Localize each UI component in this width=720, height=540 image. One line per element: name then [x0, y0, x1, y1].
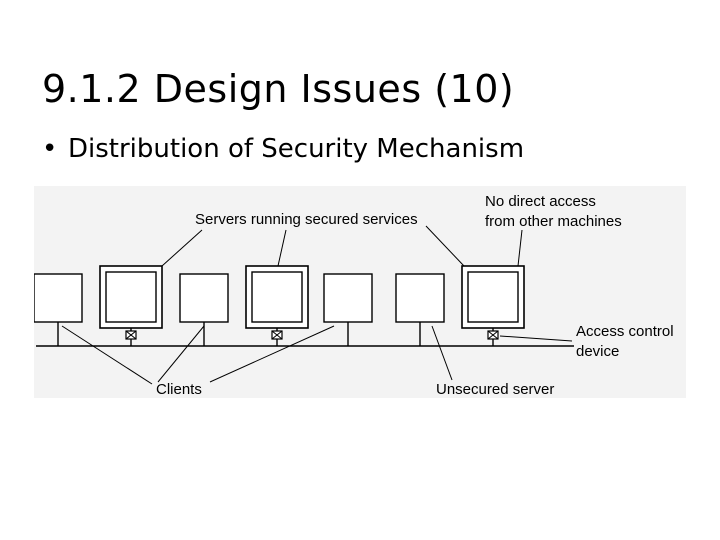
slide-title: 9.1.2 Design Issues (10)	[42, 67, 515, 112]
bullet-marker: •	[42, 134, 58, 164]
bullet-text: Distribution of Security Mechanism	[68, 134, 525, 164]
pointer-lines	[61, 225, 573, 385]
client-machine	[179, 273, 229, 346]
label-no-direct-line2: from other machines	[485, 213, 622, 230]
network-diagram-svg: Servers running secured services No dire…	[34, 193, 674, 398]
network-diagram: Servers running secured services No dire…	[34, 186, 686, 398]
secured-server	[99, 265, 163, 346]
secured-server	[245, 265, 309, 346]
label-clients: Clients	[156, 381, 202, 398]
bullet-item: • Distribution of Security Mechanism	[42, 134, 524, 164]
secured-server	[461, 265, 525, 346]
label-servers-secured: Servers running secured services	[195, 211, 418, 228]
client-machine	[323, 273, 373, 346]
label-access-line1: Access control	[576, 323, 674, 340]
unsecured-server	[395, 273, 445, 346]
label-unsecured-server: Unsecured server	[436, 381, 554, 398]
label-no-direct-line1: No direct access	[485, 193, 596, 210]
label-access-line2: device	[576, 343, 619, 360]
client-machine	[34, 273, 83, 346]
